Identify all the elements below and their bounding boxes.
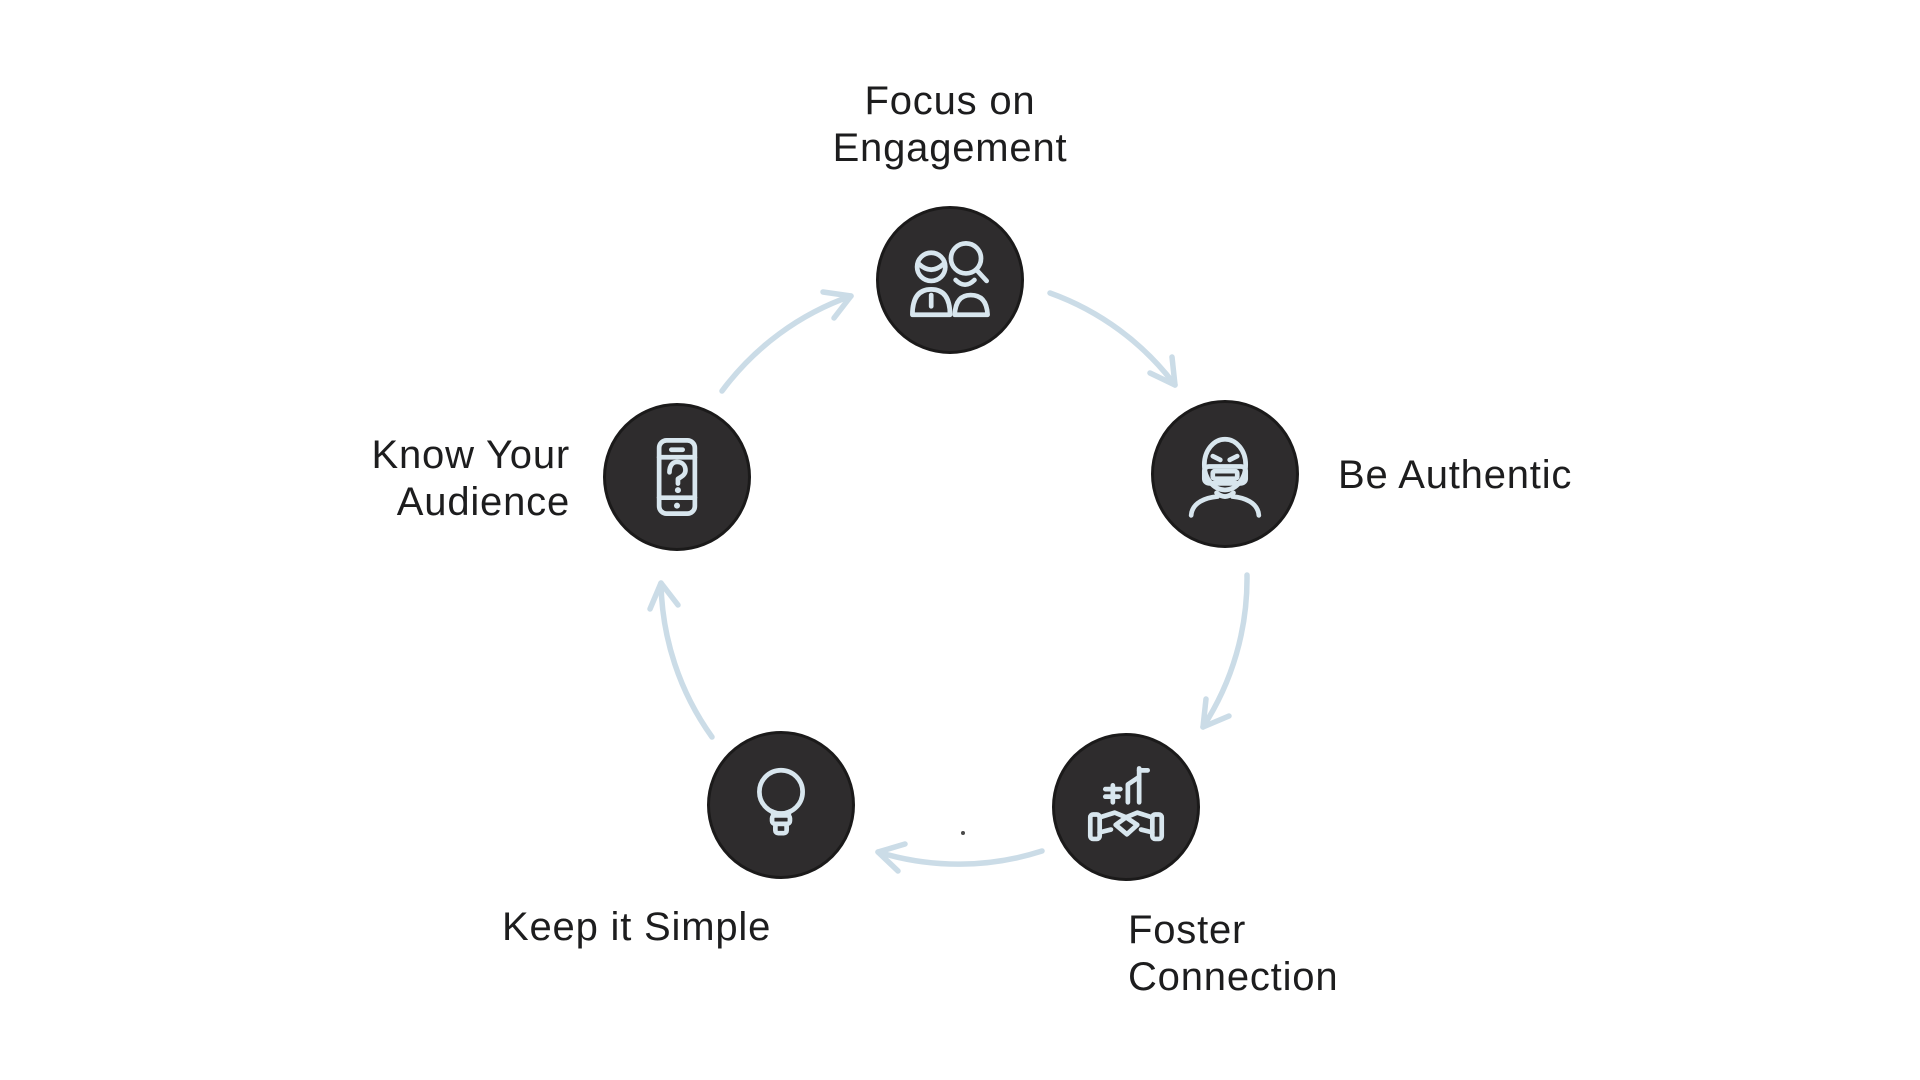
masked-person-icon xyxy=(1188,436,1262,518)
node-focus-engagement xyxy=(876,206,1024,354)
arrowhead-icon xyxy=(647,580,681,612)
arrowhead-icon xyxy=(820,289,854,321)
label-keep-it-simple: Keep it Simple xyxy=(502,905,772,949)
arrowhead-icon xyxy=(1147,354,1178,388)
label-know-your-audience: Know Your Audience xyxy=(371,433,570,524)
node-be-authentic xyxy=(1151,400,1299,548)
label-foster-connection: Foster Connection xyxy=(1128,908,1339,999)
arrow-keep-to-know xyxy=(647,580,715,740)
arrow-foster-to-keep xyxy=(875,841,1045,874)
label-focus-engagement: Focus on Engagement xyxy=(832,79,1068,170)
arrow-focus-to-authentic xyxy=(1047,290,1178,388)
arrow-authentic-to-foster xyxy=(1200,572,1250,730)
label-be-authentic: Be Authentic xyxy=(1338,453,1573,497)
phone-question-icon xyxy=(656,437,698,517)
lightbulb-icon xyxy=(757,767,805,836)
people-magnifier-icon xyxy=(910,240,990,318)
arrowhead-icon xyxy=(875,841,908,874)
node-keep-it-simple xyxy=(707,731,855,879)
stray-dot xyxy=(961,831,965,835)
arrow-know-to-focus xyxy=(719,289,854,394)
handshake-building-icon xyxy=(1087,766,1165,842)
node-know-your-audience xyxy=(603,403,751,551)
node-foster-connection xyxy=(1052,733,1200,881)
arrowhead-icon xyxy=(1200,696,1232,730)
